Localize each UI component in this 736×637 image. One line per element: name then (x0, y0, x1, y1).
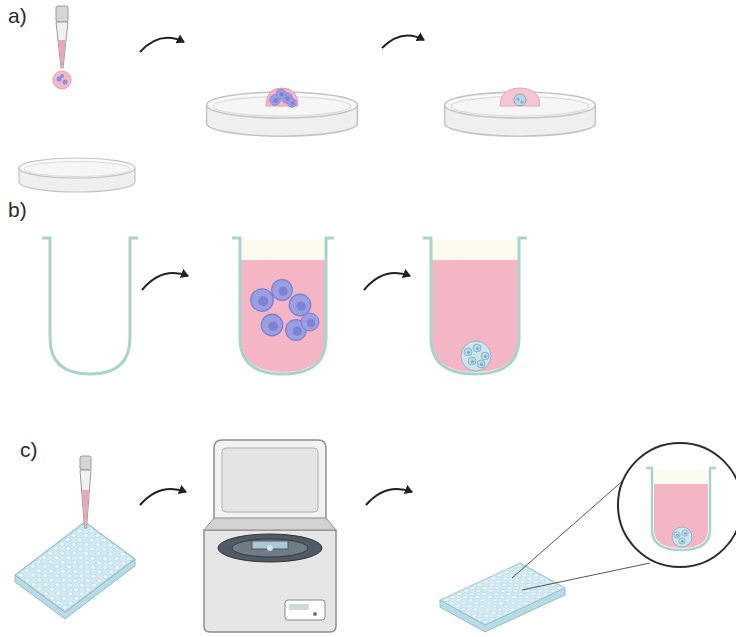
well-plate (15, 522, 135, 619)
well-plate (440, 563, 565, 632)
well-with-spheroid (423, 238, 527, 374)
zoom-inset (618, 443, 736, 567)
process-arrow (366, 489, 412, 505)
pipette (53, 6, 71, 89)
petri-dish (19, 158, 135, 192)
panel-label: b) (8, 198, 27, 222)
process-arrow (140, 489, 186, 505)
petri-dish (445, 92, 596, 136)
process-arrow (364, 273, 410, 290)
panel-label: c) (20, 438, 38, 462)
zoom-line (512, 478, 626, 578)
spheroid-drop (500, 88, 540, 106)
hanging-drop (266, 88, 298, 108)
well-with-cells (232, 238, 334, 374)
process-arrow (142, 273, 188, 290)
zoom-line (522, 563, 650, 590)
panel-label: a) (8, 4, 27, 28)
centrifuge (204, 440, 336, 632)
process-arrow (382, 36, 424, 49)
u-bottom-well (42, 238, 138, 374)
pipette (80, 456, 91, 528)
process-arrow (140, 38, 184, 52)
